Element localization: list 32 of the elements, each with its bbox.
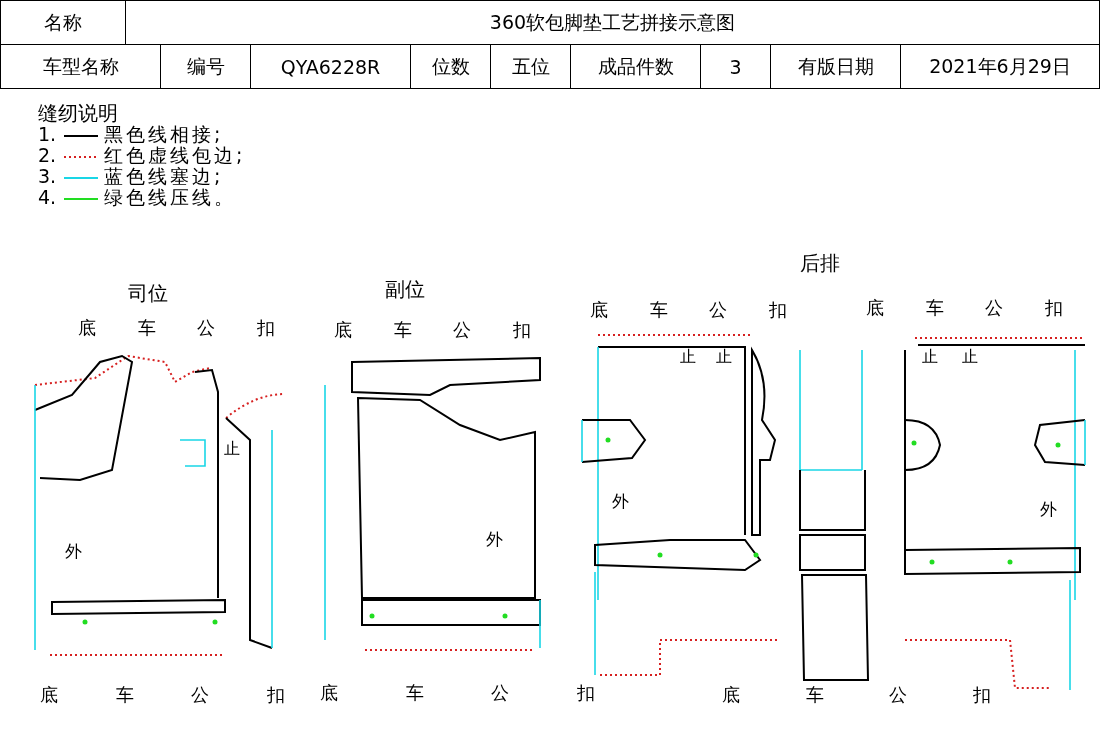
orientation-label: 底 车 公 扣 <box>78 318 276 338</box>
table-cell: 2021年6月29日 <box>900 44 1100 89</box>
outer-side-label: 外 <box>486 530 503 549</box>
stop-mark-label: 止 <box>224 440 240 458</box>
orientation-label: 底 车 公 扣 <box>320 683 596 703</box>
table-cell: 名称 <box>0 0 126 45</box>
orientation-label: 底 车 公 扣 <box>866 298 1064 318</box>
orientation-label: 底 车 公 扣 <box>334 320 532 340</box>
legend-text: 黑色线相接; <box>104 124 224 145</box>
outer-side-label: 外 <box>65 542 82 561</box>
outer-side-label: 外 <box>1040 500 1057 519</box>
legend-text: 蓝色线塞边; <box>104 166 224 187</box>
table-cell: 车型名称 <box>0 44 161 89</box>
list-number: 1. <box>38 124 57 145</box>
orientation-label: 底 车 公 扣 <box>590 300 788 320</box>
legend-text: 红色虚线包边; <box>104 145 246 166</box>
list-number: 2. <box>38 145 57 166</box>
orientation-label: 底 车 公 扣 <box>722 685 992 705</box>
orientation-label: 底 车 公 扣 <box>40 685 286 705</box>
section-title: 后排 <box>800 252 840 274</box>
list-number: 3. <box>38 166 57 187</box>
section-title: 副位 <box>385 278 425 300</box>
legend-text: 绿色线压线。 <box>104 187 236 208</box>
stop-mark-label: 止 <box>962 348 978 366</box>
stop-mark-label: 止 <box>716 348 732 366</box>
section-title: 司位 <box>128 282 168 304</box>
stop-mark-label: 止 <box>680 348 696 366</box>
legend-heading: 缝纫说明 <box>38 102 118 124</box>
table-cell: 360软包脚垫工艺拼接示意图 <box>125 0 1100 45</box>
list-number: 4. <box>38 187 57 208</box>
stop-mark-label: 止 <box>922 348 938 366</box>
outer-side-label: 外 <box>612 492 629 511</box>
